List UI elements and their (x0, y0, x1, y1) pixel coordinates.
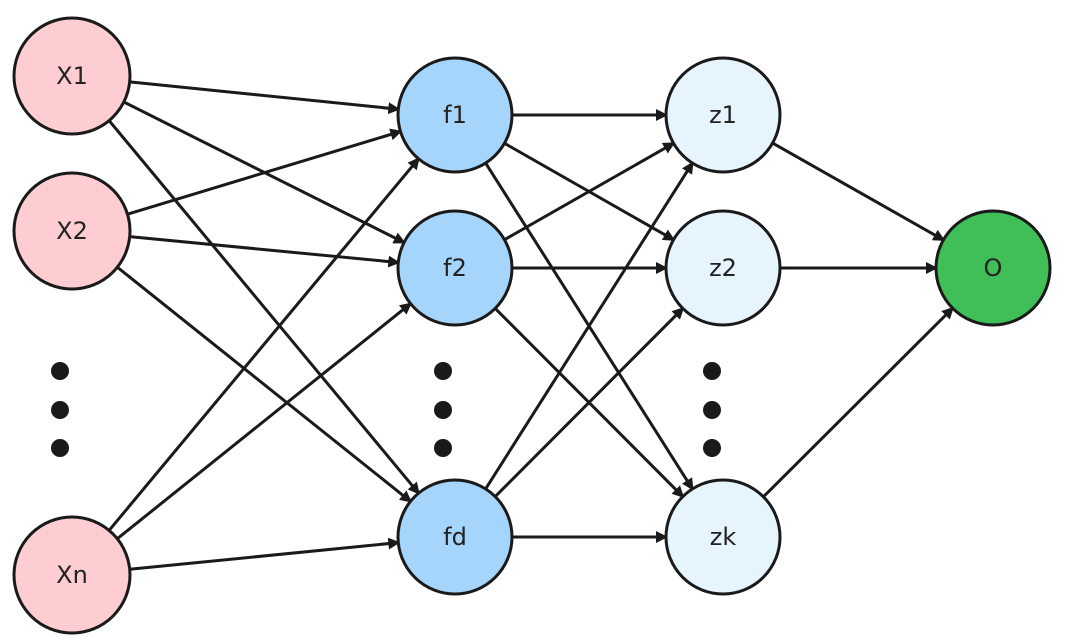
hidden2-node-circle (664, 209, 782, 327)
input-ellipsis-dot (51, 439, 69, 457)
input-to-hidden1-edge (107, 157, 420, 532)
hidden1-node-label: f2 (443, 254, 467, 282)
hidden1-ellipsis-dot (434, 439, 452, 457)
hidden2-node-z2: z2 (664, 209, 782, 327)
hidden1-node-f2: f2 (396, 209, 514, 327)
input-node-x1: X1 (12, 16, 132, 136)
input-node-label: X1 (56, 62, 88, 90)
hidden1-ellipsis-dot (434, 401, 452, 419)
hidden2-to-output-edge (762, 306, 955, 498)
input-to-hidden1-edge (129, 235, 401, 268)
input-to-hidden1-edge (116, 266, 413, 503)
hidden2-node-label: z2 (709, 254, 737, 282)
input-node-label: Xn (56, 561, 88, 589)
hidden1-ellipsis-dot (434, 362, 452, 380)
ellipsis-group (51, 362, 721, 457)
input-node-circle (12, 16, 132, 136)
hidden2-ellipsis-dot (703, 439, 721, 457)
input-to-hidden1-edge (116, 302, 413, 540)
input-ellipsis-dot (51, 362, 69, 380)
hidden2-node-circle (664, 478, 782, 596)
hidden2-to-output-edge (771, 141, 946, 242)
hidden2-ellipsis-dot (703, 401, 721, 419)
hidden1-to-hidden2-edge (503, 141, 676, 242)
hidden1-node-circle (396, 478, 514, 596)
hidden1-node-circle (396, 209, 514, 327)
hidden1-node-label: f1 (443, 101, 467, 129)
output-node-o: O (934, 209, 1052, 327)
input-node-label: X2 (56, 217, 88, 245)
output-node-label: O (984, 254, 1003, 282)
edges-layer (107, 80, 955, 571)
input-to-hidden1-edge (107, 119, 420, 495)
hidden1-to-hidden2-edge (494, 306, 685, 498)
input-to-hidden1-edge (127, 128, 403, 216)
input-node-x2: X2 (12, 171, 132, 291)
hidden1-node-circle (396, 56, 514, 174)
output-node-circle (934, 209, 1052, 327)
input-node-circle (12, 171, 132, 291)
hidden1-node-label: fd (443, 523, 467, 551)
hidden2-ellipsis-dot (703, 362, 721, 380)
hidden2-node-circle (664, 56, 782, 174)
input-to-hidden1-edge (129, 80, 401, 115)
nodes-layer: X1 X2 Xn f1 f2 fd z1 z2 (12, 16, 1052, 635)
hidden2-node-label: zk (710, 523, 737, 551)
hidden1-node-fd: fd (396, 478, 514, 596)
hidden1-node-f1: f1 (396, 56, 514, 174)
input-to-hidden1-edge (129, 537, 401, 571)
input-ellipsis-dot (51, 401, 69, 419)
hidden2-node-z1: z1 (664, 56, 782, 174)
hidden1-to-hidden2-edge (484, 161, 694, 490)
hidden2-node-label: z1 (709, 101, 737, 129)
hidden2-node-zk: zk (664, 478, 782, 596)
input-node-circle (12, 515, 132, 635)
input-node-xn: Xn (12, 515, 132, 635)
